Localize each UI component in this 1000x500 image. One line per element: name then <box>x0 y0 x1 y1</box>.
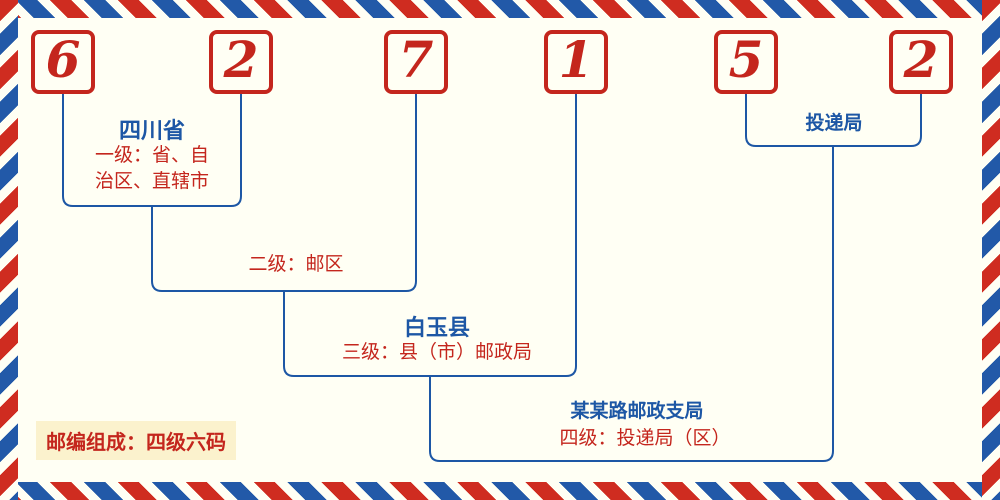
level3-county-name: 白玉县 <box>403 315 471 340</box>
level1-description-line2: 治区、直辖市 <box>94 171 210 192</box>
digit-1: 6 <box>45 30 81 89</box>
digit-2: 2 <box>223 30 259 89</box>
digit-3: 7 <box>398 30 434 89</box>
digit-4: 1 <box>558 30 594 89</box>
airmail-border-top <box>0 0 1000 18</box>
level4-description: 四级：投递局（区） <box>559 428 731 449</box>
digit-box-4: 1 <box>544 30 608 94</box>
digit-box-3: 7 <box>384 30 448 94</box>
level4-branch-name: 某某路邮政支局 <box>570 401 704 422</box>
level4-connector <box>429 146 834 462</box>
delivery-bracket <box>745 94 922 147</box>
level1-description-line1: 一级：省、自 <box>94 145 210 166</box>
digit-box-6: 2 <box>889 30 953 94</box>
airmail-border-bottom <box>0 482 1000 500</box>
level1-description: 一级：省、自 治区、直辖市 <box>95 143 209 195</box>
footer-note: 邮编组成：四级六码 <box>36 421 236 460</box>
level2-description: 二级：邮区 <box>248 254 344 275</box>
airmail-border-left <box>0 0 18 500</box>
level1-province-name: 四川省 <box>118 118 186 143</box>
digit-box-2: 2 <box>209 30 273 94</box>
level3-description: 三级：县（市）邮政局 <box>341 342 533 363</box>
airmail-border-right <box>982 0 1000 500</box>
digit-box-1: 6 <box>31 30 95 94</box>
delivery-office-label: 投递局 <box>805 113 863 134</box>
digit-box-5: 5 <box>714 30 778 94</box>
digit-5: 5 <box>728 30 764 89</box>
digit-6: 2 <box>903 30 939 89</box>
